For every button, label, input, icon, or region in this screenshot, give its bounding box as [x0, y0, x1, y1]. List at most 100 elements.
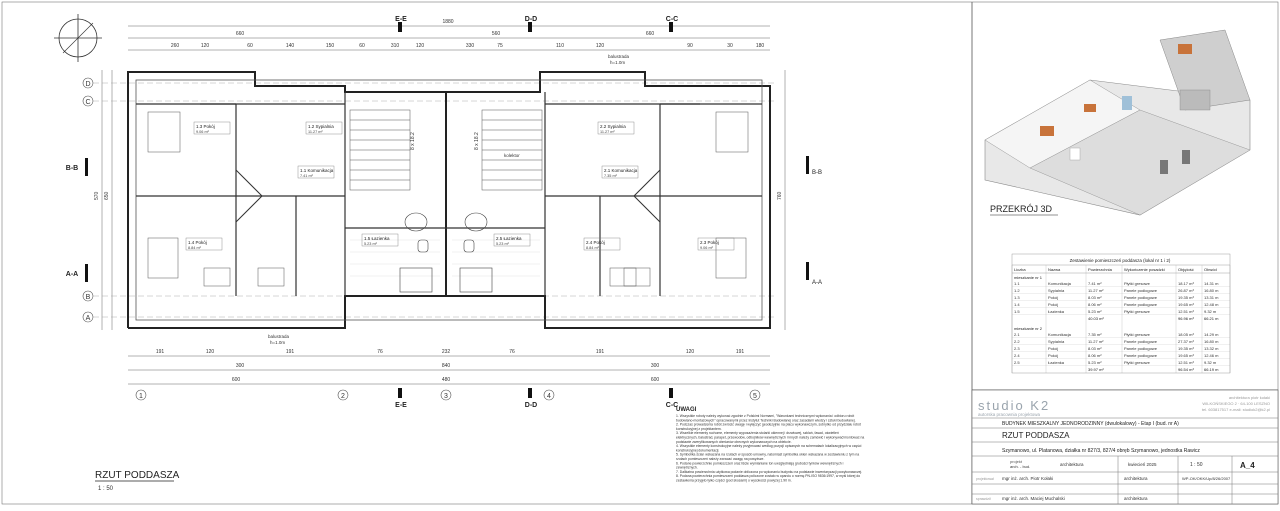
bathroom-fixtures: [399, 212, 493, 293]
top-dim-label: 90: [687, 43, 693, 49]
room-schedule-table: Zestawienie pomieszczeń poddasza (lokal …: [1011, 253, 1231, 374]
room-area: 7.41 m²: [300, 174, 314, 178]
interior-partitions: [136, 92, 762, 296]
room-area: 7.35 m²: [604, 174, 618, 178]
room-number: 1.5 Łazienka: [364, 236, 390, 241]
table-cell: 26.87 m³: [1178, 288, 1194, 293]
svg-text:D-D: D-D: [525, 402, 537, 409]
room-number: 1.4 Pokój: [188, 240, 207, 245]
table-total-perimeter: 66.19 m: [1204, 367, 1219, 372]
row-branch-3: architektura: [1124, 496, 1148, 501]
table-cell: Płytki gresowe: [1124, 281, 1151, 286]
row-value-branch-short: arch. - bud.: [1010, 464, 1030, 469]
axis-letter-b: B: [86, 294, 91, 301]
room-area: 11.27 m²: [600, 130, 615, 134]
top-dim-label: 260: [171, 43, 180, 49]
table-cell: 8.06 m²: [1088, 353, 1102, 358]
table-cell: 12.51 m³: [1178, 309, 1194, 314]
axis-letter-a: A: [86, 315, 91, 322]
axis-number-5: 5: [753, 393, 757, 400]
table-cell: 5.23 m²: [1088, 309, 1102, 314]
top-dim-label: 310: [391, 43, 400, 49]
svg-text:E-E: E-E: [395, 16, 407, 23]
top-dim-label: 180: [756, 43, 765, 49]
top-dimensions: [128, 25, 770, 51]
row-label-sprawdzil: sprawdził: [976, 497, 991, 501]
table-cell: 11.27 m²: [1088, 339, 1104, 344]
sheet-number: A_4: [1240, 461, 1255, 470]
table-group-label: mieszkanie nr 2: [1014, 326, 1043, 331]
bottom-dim-label: 76: [377, 349, 383, 355]
bottom-dim-label: 300: [651, 363, 660, 369]
plan-scale: 1 : 50: [98, 486, 114, 492]
stairs-label-right: 8 x 18.2: [474, 132, 480, 150]
room-number: 1.3 Pokój: [196, 124, 215, 129]
balustrada-label-bottom: balustrada: [268, 334, 290, 339]
balustrada-height-label: h=1.0m: [610, 60, 625, 65]
room-area: 5.23 m²: [364, 242, 378, 246]
company-address-2: WILKOŃSKIEGO 2 · 64-100 LESZNO: [1202, 401, 1270, 406]
top-dim-label: 120: [596, 43, 605, 49]
room-tag-frame: [297, 165, 335, 179]
svg-text:C-C: C-C: [666, 16, 678, 23]
room-tag-frame: [193, 121, 231, 135]
notes-title: UWAGI: [676, 407, 697, 413]
room-tag-frame: [601, 165, 639, 179]
table-cell: Płytki gresowe: [1124, 309, 1151, 314]
room-tag-frame: [493, 233, 531, 247]
svg-text:E-E: E-E: [395, 402, 407, 409]
note-line: 4. Wszystkie elementy konstrukcyjne nale…: [676, 444, 862, 448]
note-line: budowlano-montażowych" opracowanymi prze…: [676, 418, 856, 422]
table-total-volume: 96.54 m³: [1178, 367, 1194, 372]
section-marker-d-top: D-D: [525, 16, 537, 32]
table-cell: Pokój: [1048, 346, 1058, 351]
stairs-label-left: 8 x 18.2: [410, 132, 416, 150]
section-marker-b-left: B-B: [66, 158, 88, 176]
table-cell: 1.1: [1014, 281, 1020, 286]
staircase-left: [349, 109, 411, 191]
table-cell: Panele podłogowe: [1124, 346, 1158, 351]
svg-text:A-A: A-A: [66, 271, 78, 278]
notes-body: 1. Wszystkie roboty należy wykonać zgodn…: [676, 414, 864, 483]
section-marker-e-bottom: E-E: [395, 388, 407, 409]
table-cell: 16.80 m: [1204, 288, 1219, 293]
table-cell: 13.31 m: [1204, 295, 1219, 300]
top-dim-label: 150: [326, 43, 335, 49]
room-tag-frame: [697, 237, 735, 251]
table-cell: Pokój: [1048, 302, 1058, 307]
table-cell: 16.80 m: [1204, 339, 1219, 344]
axis-number-2: 2: [341, 393, 345, 400]
table-header: Obwód: [1204, 267, 1217, 272]
note-line: zestawienia przyjęto tylko części (pod s…: [676, 479, 792, 483]
svg-text:A-A: A-A: [812, 280, 822, 286]
top-dim-label: 120: [201, 43, 210, 49]
section-marker-a-left: A-A: [66, 264, 88, 282]
top-dim-label: 560: [492, 31, 501, 37]
room-tag-frame: [583, 237, 621, 251]
table-cell: Panele podłogowe: [1124, 288, 1158, 293]
section-marker-a-right: A-A: [806, 262, 822, 286]
svg-text:B-B: B-B: [66, 165, 78, 172]
table-cell: Panele podłogowe: [1124, 339, 1158, 344]
table-cell: 2.2: [1014, 339, 1020, 344]
table-cell: 9.32 m: [1204, 360, 1217, 365]
section-3d-illustration: [984, 29, 1251, 216]
table-title: Zestawienie pomieszczeń poddasza (lokal …: [1070, 258, 1171, 263]
plan-title: RZUT PODDASZA: [95, 470, 180, 481]
table-cell: Sypialnia: [1048, 339, 1065, 344]
side-dim-3: 760: [777, 191, 783, 200]
note-line: 3. Wszelkie elementy ruchome, elementy w…: [676, 431, 839, 435]
table-cell: 1.3: [1014, 295, 1020, 300]
table-cell: 2.5: [1014, 360, 1020, 365]
table-cell: Panele podłogowe: [1124, 295, 1158, 300]
top-dim-label: 330: [466, 43, 475, 49]
room-area: 8.84 m²: [586, 246, 600, 250]
note-line: konstrukcyjnej z projektantem.: [676, 427, 722, 431]
side-dim-2: 650: [104, 191, 110, 200]
beds: [147, 111, 749, 287]
room-number: 2.3 Pokój: [700, 240, 719, 245]
svg-text:D-D: D-D: [525, 16, 537, 23]
bottom-dim-label: 191: [286, 349, 295, 355]
